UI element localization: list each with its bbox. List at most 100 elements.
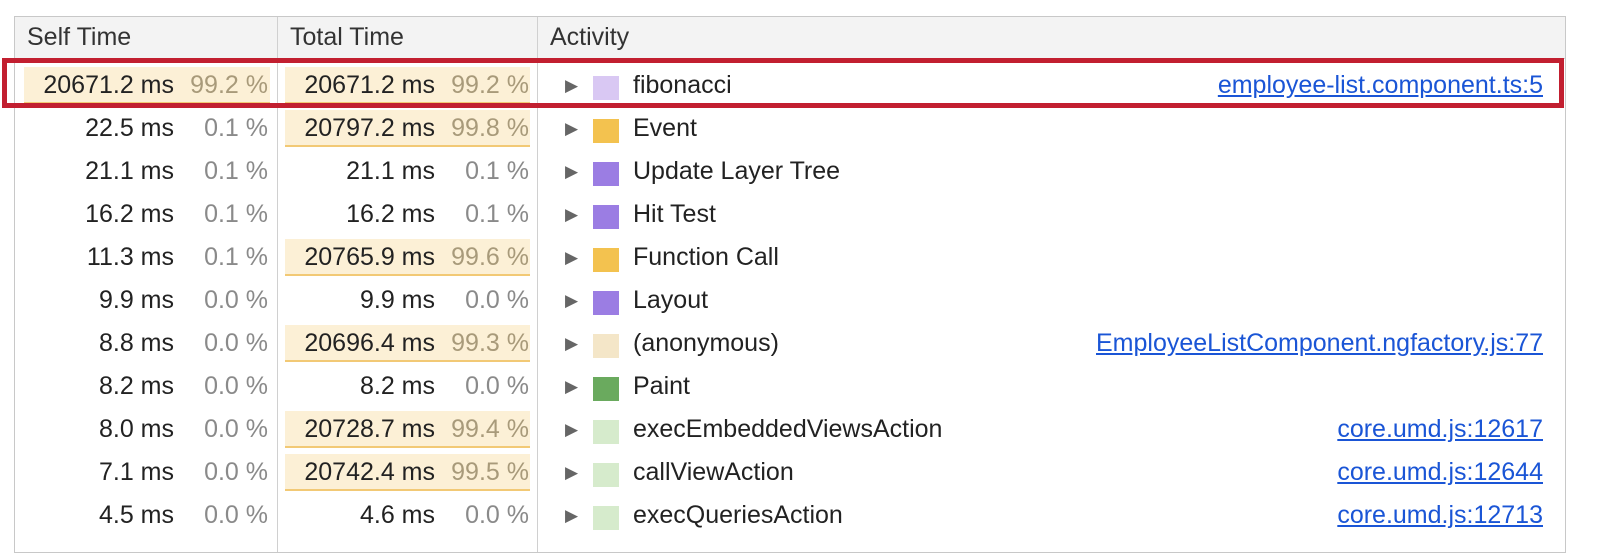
total-time-ms: 20797.2 ms: [304, 114, 435, 142]
total-time-ms: 20765.9 ms: [304, 243, 435, 271]
expand-triangle-icon[interactable]: ▶: [565, 205, 579, 224]
source-link[interactable]: core.umd.js:12617: [1337, 415, 1543, 443]
source-link[interactable]: EmployeeListComponent.ngfactory.js:77: [1096, 329, 1543, 357]
total-time-cell: 20765.9 ms 99.6 %: [285, 239, 530, 276]
activity-name: execQueriesAction: [633, 501, 843, 529]
expand-triangle-icon[interactable]: ▶: [565, 506, 579, 525]
table-row[interactable]: 16.2 ms 0.1 % 16.2 ms 0.1 % ▶ Hit Test: [15, 193, 1565, 236]
self-time-percent: 0.0 %: [204, 372, 268, 400]
category-color-swatch: [593, 463, 619, 487]
total-time-percent: 99.5 %: [451, 458, 529, 486]
table-row[interactable]: 8.0 ms 0.0 % 20728.7 ms 99.4 % ▶ execEmb…: [15, 408, 1565, 451]
total-time-percent: 99.3 %: [451, 329, 529, 357]
table-row[interactable]: 9.9 ms 0.0 % 9.9 ms 0.0 % ▶ Layout: [15, 279, 1565, 322]
self-time-cell: 22.5 ms 0.1 %: [24, 110, 270, 147]
activity-name: execEmbeddedViewsAction: [633, 415, 943, 443]
category-color-swatch: [593, 119, 619, 143]
self-time-cell: 4.5 ms 0.0 %: [24, 497, 270, 534]
total-time-percent: 99.8 %: [451, 114, 529, 142]
expand-triangle-icon[interactable]: ▶: [565, 377, 579, 396]
column-divider[interactable]: [277, 17, 278, 552]
self-time-ms: 16.2 ms: [85, 200, 174, 228]
total-time-cell: 8.2 ms 0.0 %: [285, 368, 530, 405]
total-time-cell: 16.2 ms 0.1 %: [285, 196, 530, 233]
table-row[interactable]: 11.3 ms 0.1 % 20765.9 ms 99.6 % ▶ Functi…: [15, 236, 1565, 279]
category-color-swatch: [593, 291, 619, 315]
source-link[interactable]: core.umd.js:12644: [1337, 458, 1543, 486]
table-row[interactable]: 20671.2 ms 99.2 % 20671.2 ms 99.2 % ▶ fi…: [15, 64, 1565, 107]
activity-name: callViewAction: [633, 458, 794, 486]
self-time-percent: 0.1 %: [204, 114, 268, 142]
total-time-ms: 20696.4 ms: [304, 329, 435, 357]
expand-triangle-icon[interactable]: ▶: [565, 420, 579, 439]
category-color-swatch: [593, 162, 619, 186]
table-header: Self Time Total Time Activity: [15, 17, 1565, 59]
total-time-percent: 0.0 %: [465, 372, 529, 400]
activity-name: fibonacci: [633, 71, 732, 99]
self-time-ms: 21.1 ms: [85, 157, 174, 185]
expand-triangle-icon[interactable]: ▶: [565, 291, 579, 310]
self-time-ms: 7.1 ms: [98, 458, 174, 486]
self-time-cell: 8.0 ms 0.0 %: [24, 411, 270, 448]
self-time-percent: 0.0 %: [204, 329, 268, 357]
self-time-cell: 9.9 ms 0.0 %: [24, 282, 270, 319]
expand-triangle-icon[interactable]: ▶: [565, 334, 579, 353]
total-time-cell: 20728.7 ms 99.4 %: [285, 411, 530, 448]
activity-name: (anonymous): [633, 329, 779, 357]
self-time-ms: 9.9 ms: [98, 286, 174, 314]
self-time-percent: 99.2 %: [190, 71, 268, 99]
table-row[interactable]: 8.2 ms 0.0 % 8.2 ms 0.0 % ▶ Paint: [15, 365, 1565, 408]
source-link[interactable]: core.umd.js:12713: [1337, 501, 1543, 529]
table-row[interactable]: 7.1 ms 0.0 % 20742.4 ms 99.5 % ▶ callVie…: [15, 451, 1565, 494]
activity-name: Update Layer Tree: [633, 157, 841, 185]
total-time-percent: 0.0 %: [465, 501, 529, 529]
category-color-swatch: [593, 205, 619, 229]
table-row[interactable]: 21.1 ms 0.1 % 21.1 ms 0.1 % ▶ Update Lay…: [15, 150, 1565, 193]
activity-name: Event: [633, 114, 697, 142]
self-time-cell: 8.2 ms 0.0 %: [24, 368, 270, 405]
self-time-percent: 0.1 %: [204, 243, 268, 271]
total-time-ms: 20671.2 ms: [304, 71, 435, 99]
total-time-cell: 20742.4 ms 99.5 %: [285, 454, 530, 491]
column-header-self-time[interactable]: Self Time: [27, 23, 132, 51]
total-time-percent: 99.4 %: [451, 415, 529, 443]
source-link[interactable]: employee-list.component.ts:5: [1217, 71, 1543, 99]
column-header-total-time[interactable]: Total Time: [290, 23, 404, 51]
self-time-cell: 8.8 ms 0.0 %: [24, 325, 270, 362]
self-time-cell: 11.3 ms 0.1 %: [24, 239, 270, 276]
column-divider[interactable]: [537, 17, 538, 552]
total-time-cell: 20797.2 ms 99.8 %: [285, 110, 530, 147]
bottom-up-table: Self Time Total Time Activity 20671.2 ms…: [14, 16, 1566, 553]
total-time-cell: 9.9 ms 0.0 %: [285, 282, 530, 319]
self-time-percent: 0.0 %: [204, 458, 268, 486]
total-time-percent: 0.1 %: [465, 157, 529, 185]
self-time-ms: 22.5 ms: [85, 114, 174, 142]
category-color-swatch: [593, 248, 619, 272]
self-time-ms: 8.8 ms: [98, 329, 174, 357]
expand-triangle-icon[interactable]: ▶: [565, 162, 579, 181]
expand-triangle-icon[interactable]: ▶: [565, 76, 579, 95]
total-time-percent: 99.2 %: [451, 71, 529, 99]
column-header-activity[interactable]: Activity: [550, 23, 630, 51]
self-time-ms: 8.0 ms: [98, 415, 174, 443]
expand-triangle-icon[interactable]: ▶: [565, 248, 579, 267]
total-time-ms: 9.9 ms: [359, 286, 435, 314]
expand-triangle-icon[interactable]: ▶: [565, 463, 579, 482]
total-time-percent: 99.6 %: [451, 243, 529, 271]
self-time-cell: 7.1 ms 0.0 %: [24, 454, 270, 491]
total-time-percent: 0.1 %: [465, 200, 529, 228]
self-time-percent: 0.0 %: [204, 501, 268, 529]
table-row[interactable]: 4.5 ms 0.0 % 4.6 ms 0.0 % ▶ execQueriesA…: [15, 494, 1565, 537]
self-time-ms: 8.2 ms: [98, 372, 174, 400]
category-color-swatch: [593, 420, 619, 444]
category-color-swatch: [593, 506, 619, 530]
total-time-cell: 20696.4 ms 99.3 %: [285, 325, 530, 362]
self-time-cell: 21.1 ms 0.1 %: [24, 153, 270, 190]
category-color-swatch: [593, 76, 619, 100]
total-time-ms: 21.1 ms: [346, 157, 435, 185]
table-row[interactable]: 22.5 ms 0.1 % 20797.2 ms 99.8 % ▶ Event: [15, 107, 1565, 150]
table-row[interactable]: 8.8 ms 0.0 % 20696.4 ms 99.3 % ▶ (anonym…: [15, 322, 1565, 365]
expand-triangle-icon[interactable]: ▶: [565, 119, 579, 138]
total-time-ms: 20728.7 ms: [304, 415, 435, 443]
total-time-ms: 20742.4 ms: [304, 458, 435, 486]
